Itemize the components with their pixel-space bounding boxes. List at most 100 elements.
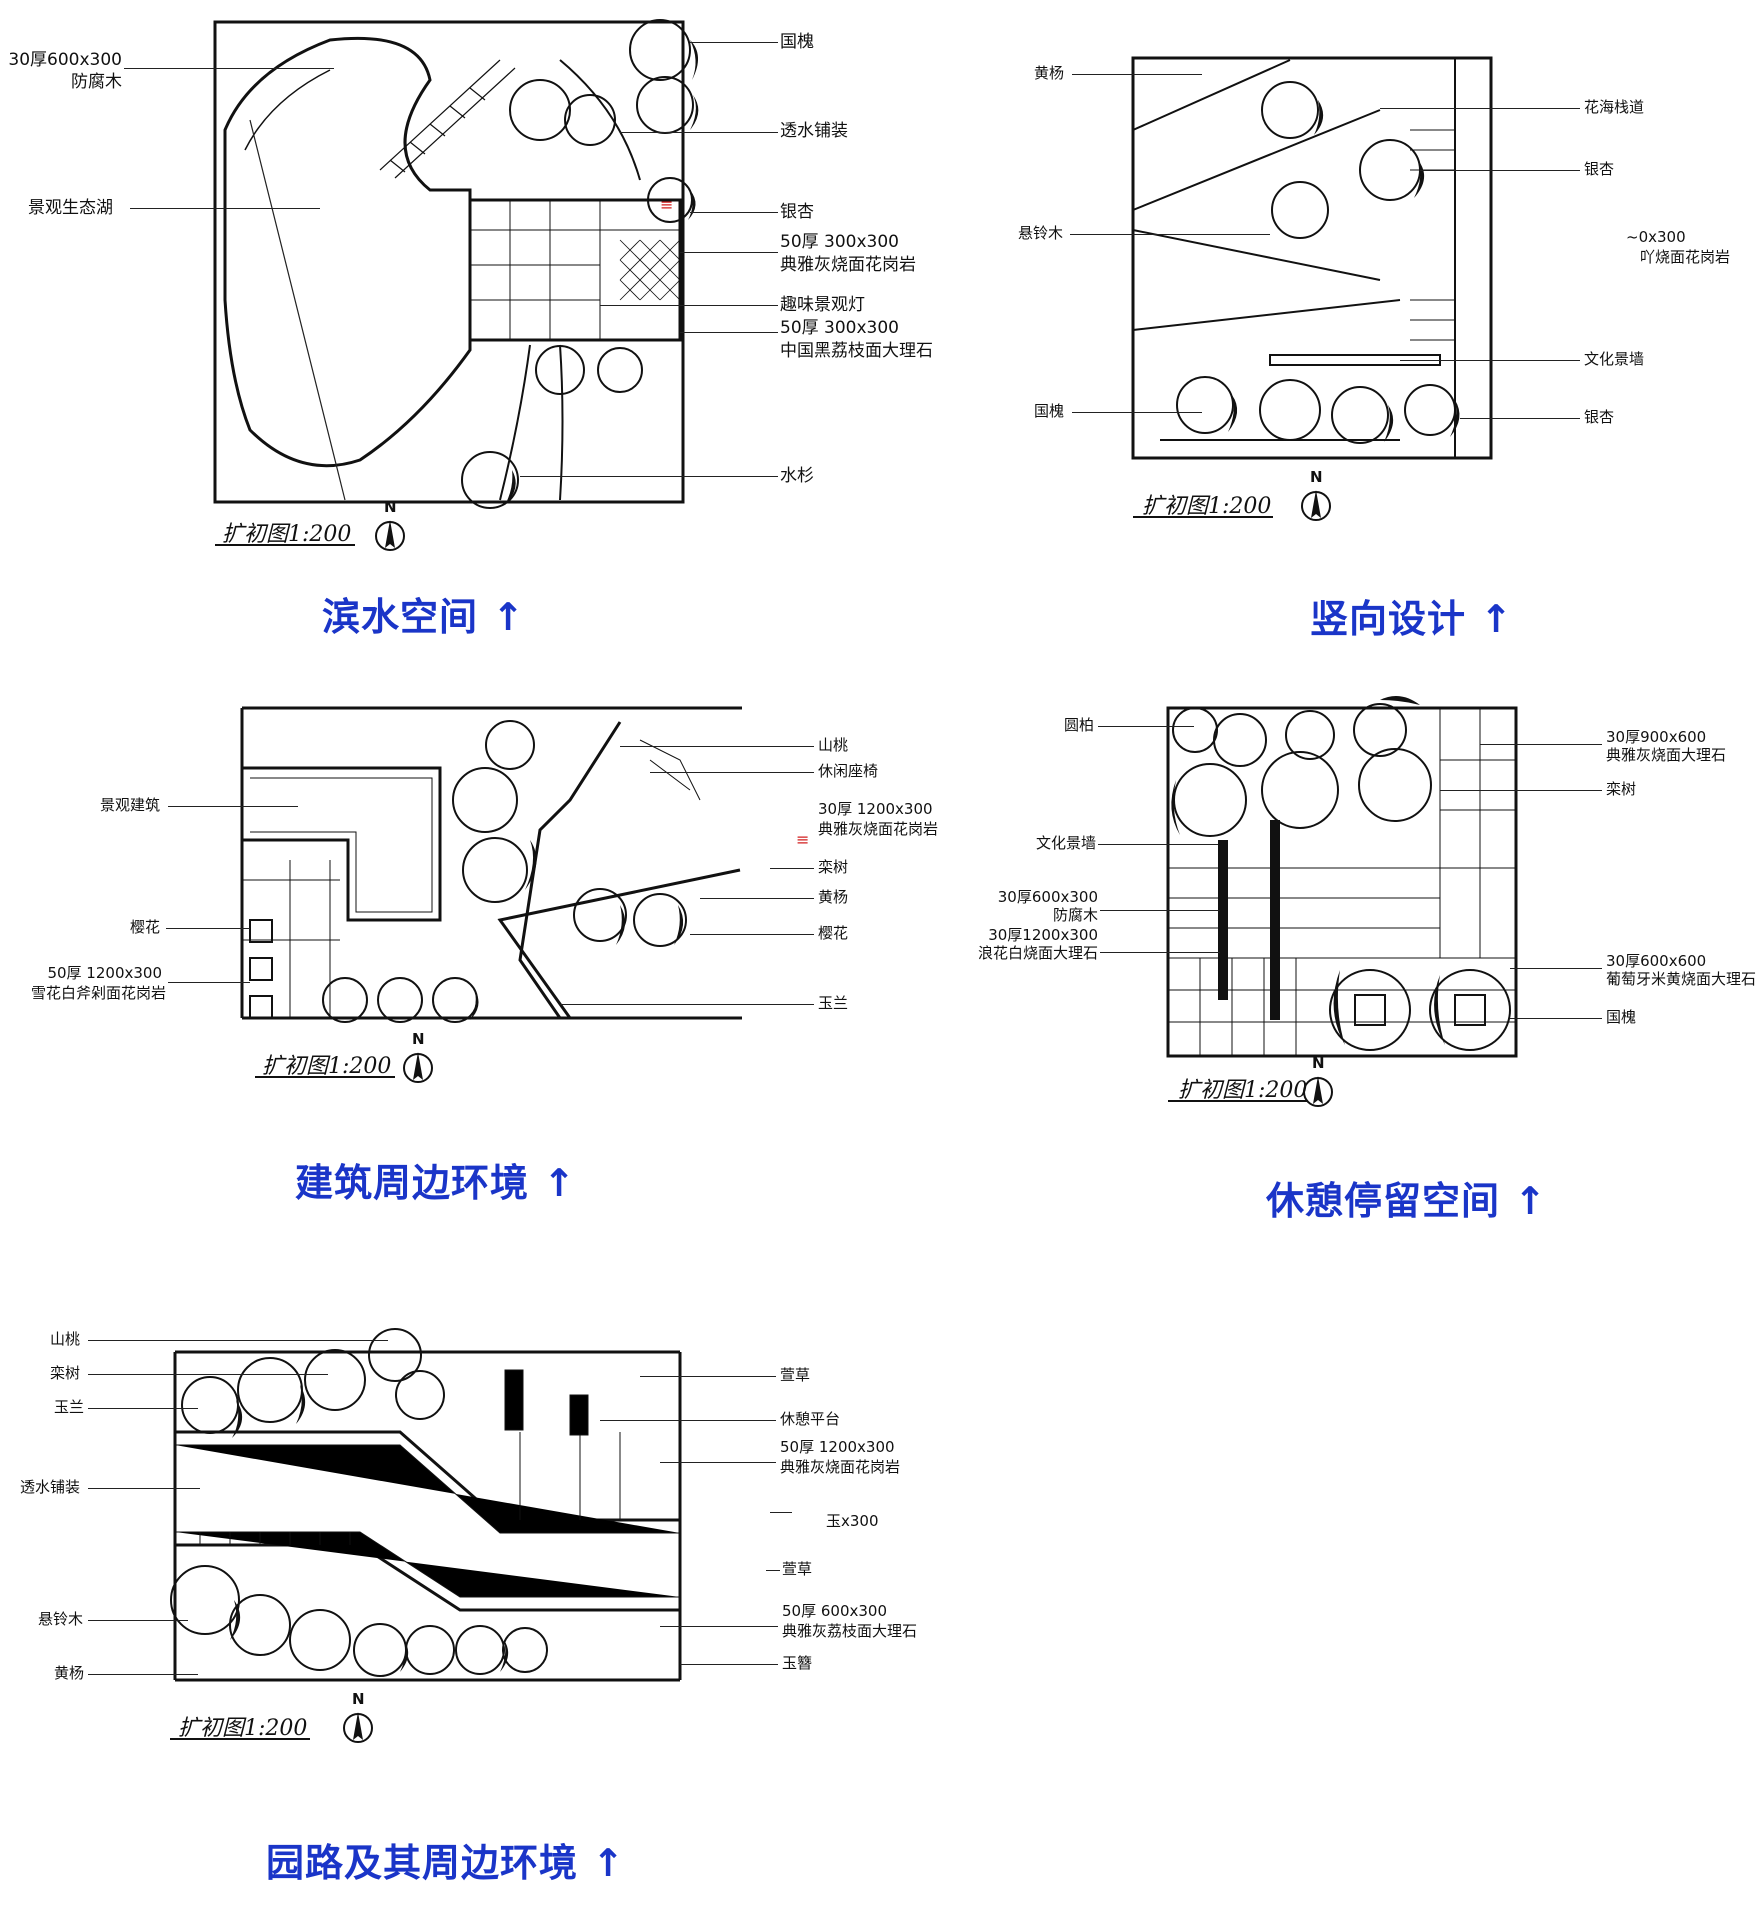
caption-waterfront: 滨水空间 ↑ — [322, 595, 526, 639]
label-lamp: 趣味景观灯 — [780, 295, 865, 315]
leader-line — [88, 1340, 388, 1341]
label-goldenrain: 栾树 — [818, 858, 849, 876]
leader-line — [600, 1420, 776, 1421]
leader-line — [690, 42, 778, 43]
leader-line — [620, 132, 778, 133]
label-hosta: 玉簪 — [782, 1654, 813, 1672]
label-wild-peach: 山桃 — [50, 1330, 81, 1348]
label-landscape-building: 景观建筑 — [100, 796, 161, 814]
leader-line — [1100, 910, 1220, 911]
north-arrow-icon — [403, 1052, 433, 1083]
label-wood-material: 防腐木 — [71, 72, 122, 92]
plan-drawing-rest — [1166, 696, 1518, 1058]
leader-line — [680, 332, 778, 333]
leader-line — [680, 1664, 778, 1665]
svg-text:≡: ≡ — [660, 195, 673, 214]
label-lake: 景观生态湖 — [28, 198, 113, 218]
caption-vertical-design: 竖向设计 ↑ — [1310, 597, 1514, 641]
plan-drawing-garden-path — [170, 1328, 682, 1682]
label-goldenrain: 栾树 — [1606, 780, 1637, 798]
leader-line — [124, 68, 334, 69]
leader-line — [168, 806, 298, 807]
label-wild-peach: 山桃 — [818, 736, 849, 754]
leader-line — [1380, 108, 1580, 109]
leader-line — [88, 1488, 200, 1489]
plan-drawing-building: ≡ — [240, 706, 809, 1023]
leader-line — [88, 1620, 188, 1621]
scale-underline — [170, 1738, 310, 1740]
scale-label: 扩初图1:200 — [178, 1716, 308, 1741]
leader-line — [1400, 360, 1580, 361]
leader-line — [1460, 418, 1580, 419]
leader-line — [1510, 1018, 1602, 1019]
label-marble-900-size: 30厚900x600 — [1606, 728, 1707, 746]
scale-underline — [215, 544, 355, 546]
label-granite-size: 50厚 300x300 — [780, 232, 899, 252]
north-label: N — [352, 1690, 365, 1708]
leader-line — [770, 1512, 792, 1513]
label-magnolia: 玉兰 — [54, 1398, 85, 1416]
north-label: N — [412, 1030, 425, 1048]
label-cherry-left: 樱花 — [130, 918, 161, 936]
label-material-partial: 吖烧面花岗岩 — [1640, 248, 1731, 266]
scale-underline — [1133, 516, 1273, 518]
scale-label: 扩初图1:200 — [262, 1054, 392, 1079]
north-label: N — [1312, 1054, 1325, 1072]
label-ginkgo: 银杏 — [780, 202, 814, 222]
leader-line — [1072, 412, 1202, 413]
label-size-partial: ~0x300 — [1626, 228, 1686, 246]
label-bench: 休闲座椅 — [818, 762, 879, 780]
label-sophora: 国槐 — [1606, 1008, 1637, 1026]
leader-line — [600, 305, 778, 306]
plan-drawing-waterfront: ≡ — [213, 19, 699, 509]
svg-text:≡: ≡ — [796, 830, 809, 849]
label-sophora-left: 国槐 — [1034, 402, 1065, 420]
label-granite-size: 30厚 1200x300 — [818, 800, 933, 818]
label-metasequoia: 水杉 — [780, 466, 814, 486]
north-label: N — [1310, 468, 1323, 486]
label-permeable-paving: 透水铺装 — [780, 121, 848, 141]
north-arrow-icon — [375, 520, 405, 551]
leader-line — [1072, 74, 1202, 75]
leader-line — [1420, 170, 1580, 171]
label-marble-900-material: 典雅灰烧面大理石 — [1606, 746, 1727, 764]
leader-line — [680, 252, 778, 253]
north-arrow-icon — [343, 1712, 373, 1743]
north-arrow-icon — [1301, 490, 1331, 521]
label-marble-material: 中国黑荔枝面大理石 — [780, 341, 933, 361]
leader-line — [88, 1374, 328, 1375]
label-ginkgo-bottom: 银杏 — [1584, 408, 1615, 426]
leader-line — [1098, 844, 1218, 845]
label-daylily-bottom: 萱草 — [782, 1560, 813, 1578]
label-snow-granite-size: 50厚 1200x300 — [47, 964, 162, 982]
caption-building-surroundings: 建筑周边环境 ↑ — [295, 1161, 577, 1205]
leader-line — [640, 1376, 776, 1377]
label-size-partial: 玉x300 — [826, 1512, 879, 1530]
label-ginkgo-top: 银杏 — [1584, 160, 1615, 178]
scale-label: 扩初图1:200 — [1178, 1078, 1308, 1103]
caption-rest-space: 休憩停留空间 ↑ — [1266, 1179, 1548, 1223]
label-marble-size: 50厚 600x300 — [782, 1602, 887, 1620]
leader-line — [770, 868, 814, 869]
scale-underline — [1168, 1100, 1308, 1102]
leader-line — [650, 772, 814, 773]
leader-line — [690, 934, 814, 935]
label-boxwood: 黄杨 — [54, 1664, 85, 1682]
label-daylily-top: 萱草 — [780, 1366, 811, 1384]
leader-line — [700, 898, 814, 899]
leader-line — [1100, 952, 1220, 953]
leader-line — [766, 1570, 780, 1571]
leader-line — [660, 1626, 778, 1627]
label-boxwood: 黄杨 — [1034, 64, 1065, 82]
label-rest-platform: 休憩平台 — [780, 1410, 841, 1428]
leader-line — [88, 1674, 198, 1675]
label-plane-tree: 悬铃木 — [1018, 224, 1064, 242]
north-label: N — [384, 498, 397, 516]
label-cherry-right: 樱花 — [818, 924, 849, 942]
leader-line — [166, 928, 250, 929]
label-marble-material: 典雅灰荔枝面大理石 — [782, 1622, 918, 1640]
label-snow-granite-material: 雪花白斧剁面花岗岩 — [30, 984, 166, 1002]
label-permeable-paving: 透水铺装 — [20, 1478, 81, 1496]
leader-line — [690, 212, 778, 213]
label-boxwood: 黄杨 — [818, 888, 849, 906]
